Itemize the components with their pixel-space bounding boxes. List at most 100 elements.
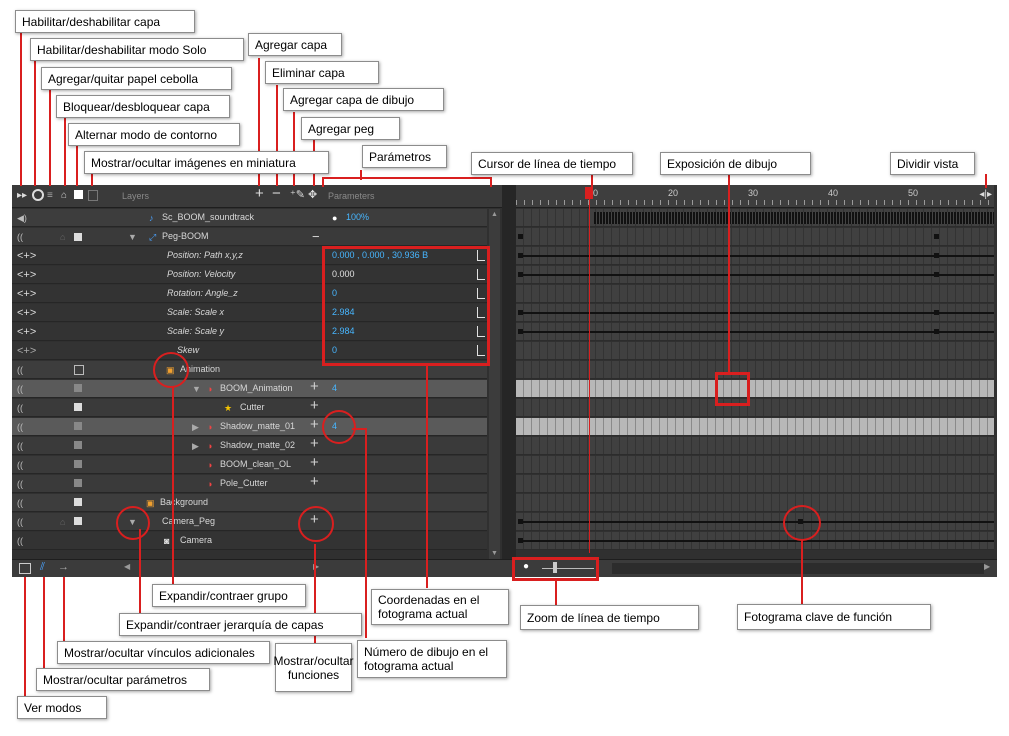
thumbnail-icon[interactable] [88,190,98,201]
outline-icon[interactable] [74,479,82,487]
layer-row[interactable]: (( ◑ BOOM_clean_OL + [12,454,487,474]
lock-icon[interactable]: ⌂ [60,232,66,242]
timeline-row[interactable] [516,532,994,550]
outline-icon[interactable] [74,403,82,411]
timeline-row-sound[interactable] [516,209,994,227]
timeline-cursor[interactable] [589,187,590,553]
timeline-row[interactable] [516,247,994,265]
layer-row[interactable]: (( ▶ ◑ Shadow_matte_01 + 4 [12,416,487,436]
timeline-row[interactable] [516,304,994,322]
add-layer-icon[interactable]: + [255,185,264,202]
timeline-row-exposure[interactable] [516,418,994,436]
outline-icon[interactable] [74,384,82,392]
timeline-zoom-slider[interactable] [542,568,594,569]
enable-icon[interactable]: (( [17,384,23,394]
function-editor-icon[interactable] [477,307,485,318]
outline-icon[interactable] [74,498,82,506]
layer-row[interactable]: (( ▶ ◑ Shadow_matte_02 + [12,435,487,455]
show-params-icon[interactable]: ⫽ [40,561,45,573]
timeline-row[interactable] [516,228,994,246]
layer-row[interactable]: (( ★ Cutter + [12,397,487,417]
function-editor-icon[interactable] [477,269,485,280]
add-function-icon[interactable]: + [310,378,319,395]
function-editor-icon[interactable] [477,250,485,261]
add-function-icon[interactable]: + [310,473,319,490]
scroll-right-icon[interactable]: ▶ [984,562,991,571]
layer-row[interactable]: ◀) ♪ Sc_BOOM_soundtrack ● 100% [12,209,487,227]
outline-icon[interactable] [74,365,84,375]
add-function-icon[interactable]: + [310,454,319,471]
outline-icon[interactable] [74,190,83,199]
expand-arrow-icon[interactable]: ▼ [192,384,201,394]
layer-row[interactable]: (( ◑ Pole_Cutter + [12,473,487,493]
solo-icon[interactable] [32,189,44,201]
add-peg-icon[interactable]: ✥ [308,189,318,201]
timeline-zoom-thumb[interactable] [553,562,557,573]
outline-icon[interactable] [74,517,82,525]
speaker-icon[interactable]: ◀) [17,213,27,223]
timeline-row[interactable] [516,437,994,455]
collapse-functions-icon[interactable]: − [312,229,320,244]
timeline-row-exposure[interactable] [516,380,994,398]
outline-icon[interactable] [74,233,82,241]
add-function-icon[interactable]: + [310,397,319,414]
enable-icon[interactable]: (( [17,441,23,451]
delete-layer-icon[interactable]: − [272,185,281,202]
enable-icon[interactable]: (( [17,479,23,489]
enable-icon[interactable]: (( [17,517,23,527]
outline-icon[interactable] [74,422,82,430]
expand-arrow-icon[interactable]: ▶ [192,422,199,432]
timeline-row[interactable] [516,456,994,474]
extra-links-icon[interactable]: → [58,561,69,573]
outline-icon[interactable] [74,441,82,449]
timeline-row[interactable] [516,494,994,512]
scroll-left-icon[interactable]: ◀ [124,562,131,571]
add-drawing-layer-icon[interactable]: ⁺✎ [290,189,306,201]
layers-scrollbar[interactable]: ▲ ▼ [489,209,500,559]
layer-row[interactable]: (( ⌂ ▼ Camera_Peg + [12,511,487,531]
timeline-row[interactable] [516,285,994,303]
timeline-row[interactable] [516,266,994,284]
timeline-row[interactable] [516,513,994,531]
function-row[interactable]: <+> Scale: Scale x 2.984 [12,304,487,322]
layer-row[interactable]: (( ◙ Camera [12,532,487,550]
function-editor-icon[interactable] [477,288,485,299]
onion-skin-icon[interactable]: ≡ [47,190,53,201]
function-row[interactable]: <+> Position: Velocity 0.000 [12,266,487,284]
toggle-layer-icon[interactable]: ▸▸ [17,190,28,201]
function-row[interactable]: <+> Scale: Scale y 2.984 [12,323,487,341]
layer-row[interactable]: (( ▣ Background [12,494,487,512]
enable-icon[interactable]: (( [17,536,23,546]
enable-icon[interactable]: (( [17,460,23,470]
split-view-icon[interactable]: ◂|▸ [979,189,992,200]
timeline-row[interactable] [516,475,994,493]
outline-icon[interactable] [74,460,82,468]
timeline-cursor-handle[interactable] [585,187,593,199]
lock-icon[interactable]: ⌂ [60,517,66,527]
timeline-hscroll[interactable] [612,563,984,574]
function-row[interactable]: <+> Skew 0 [12,342,487,360]
enable-icon[interactable]: (( [17,232,23,242]
timeline-zoom-icon[interactable]: ● [523,561,530,572]
layer-row[interactable]: (( ⌂ ▼ ⤢ Peg-BOOM − [12,228,487,246]
function-editor-icon[interactable] [477,345,485,356]
add-function-icon[interactable]: + [310,416,319,433]
view-modes-icon[interactable] [19,563,31,574]
split-divider[interactable] [502,185,516,577]
enable-icon[interactable]: (( [17,422,23,432]
scroll-right-icon[interactable]: ▶ [313,562,320,571]
enable-icon[interactable]: (( [17,403,23,413]
layer-row[interactable]: (( ▼ ◑ BOOM_Animation + 4 [12,378,487,398]
enable-icon[interactable]: (( [17,365,23,375]
timeline-row[interactable] [516,342,994,360]
timeline-row[interactable] [516,361,994,379]
function-editor-icon[interactable] [477,326,485,337]
lock-icon[interactable]: ⌂ [61,190,68,201]
add-function-icon[interactable]: + [310,435,319,452]
function-row[interactable]: <+> Rotation: Angle_z 0 [12,285,487,303]
expand-arrow-icon[interactable]: ▶ [192,441,199,451]
enable-icon[interactable]: (( [17,498,23,508]
expand-arrow-icon[interactable]: ▼ [128,232,137,242]
timeline-row[interactable] [516,399,994,417]
timeline-row[interactable] [516,323,994,341]
